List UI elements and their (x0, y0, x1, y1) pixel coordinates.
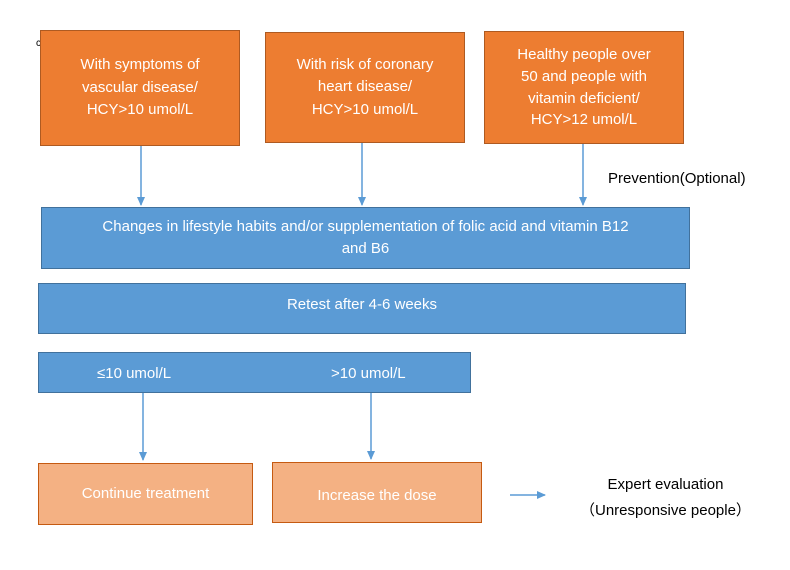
box-retest: Retest after 4-6 weeks (38, 283, 686, 334)
box-line: vitamin deficient/ (528, 89, 640, 107)
box-line: heart disease/ (317, 78, 413, 96)
box-line: Increase the dose (317, 487, 437, 504)
box-line: With symptoms of (80, 56, 200, 74)
expert-evaluation-label: Expert evaluation （Unresponsive people） (580, 472, 751, 523)
expert-line: Expert evaluation (607, 476, 724, 493)
box-increase-dose: Increase the dose (272, 462, 482, 523)
box-line: Retest after 4-6 weeks (286, 296, 438, 313)
box-line: 50 and people with (521, 67, 647, 85)
box-line: Healthy people over (517, 46, 651, 63)
box-line: and B6 (341, 240, 390, 257)
result-high-label: >10 umol/L (331, 365, 406, 382)
expert-line: （Unresponsive people） (580, 501, 751, 519)
stray-mark: c (36, 38, 41, 49)
box-continue-treatment: Continue treatment (38, 463, 253, 525)
box-line: Continue treatment (81, 484, 210, 502)
box-line: HCY>12 umol/L (530, 111, 638, 129)
box-line: Changes in lifestyle habits and/or suppl… (102, 217, 629, 235)
box-line: HCY>10 umol/L (311, 100, 419, 118)
box-coronary-risk: With risk of coronary heart disease/ HCY… (265, 32, 465, 143)
box-result-levels: ≤10 umol/L >10 umol/L (38, 352, 471, 393)
box-line: HCY>10 umol/L (86, 101, 194, 119)
box-vascular-symptoms: With symptoms of vascular disease/ HCY>1… (40, 30, 240, 146)
prevention-label: Prevention(Optional) (608, 170, 746, 187)
result-low-label: ≤10 umol/L (97, 365, 172, 382)
box-line: vascular disease/ (82, 78, 198, 96)
box-line: With risk of coronary (296, 55, 434, 73)
box-healthy-over-50: Healthy people over 50 and people with v… (484, 31, 684, 144)
box-lifestyle-supplementation: Changes in lifestyle habits and/or suppl… (41, 207, 690, 269)
